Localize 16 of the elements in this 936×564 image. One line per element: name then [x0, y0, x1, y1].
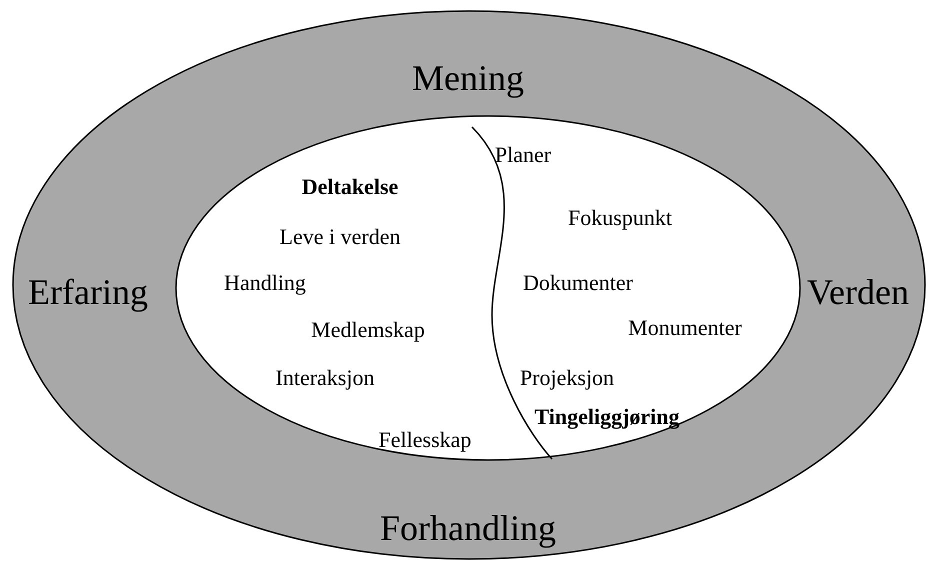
node-label: Verden	[807, 274, 909, 310]
node-label: Mening	[412, 60, 524, 96]
node-label: Erfaring	[28, 274, 148, 310]
node-label: Projeksjon	[520, 367, 614, 389]
node-label: Dokumenter	[523, 272, 633, 294]
node-label: Forhandling	[380, 510, 556, 546]
node-label: Planer	[494, 144, 552, 166]
node-label: Deltakelse	[302, 176, 398, 198]
node-label: Tingeliggjøring	[534, 406, 680, 428]
node-label: Medlemskap	[311, 319, 425, 341]
node-label: Interaksjon	[276, 367, 374, 389]
node-label: Fellesskap	[378, 429, 472, 451]
node-label: Fokuspunkt	[568, 207, 672, 229]
node-label: Handling	[224, 272, 306, 294]
node-label: Monumenter	[628, 317, 742, 339]
node-label: Leve i verden	[280, 226, 400, 248]
